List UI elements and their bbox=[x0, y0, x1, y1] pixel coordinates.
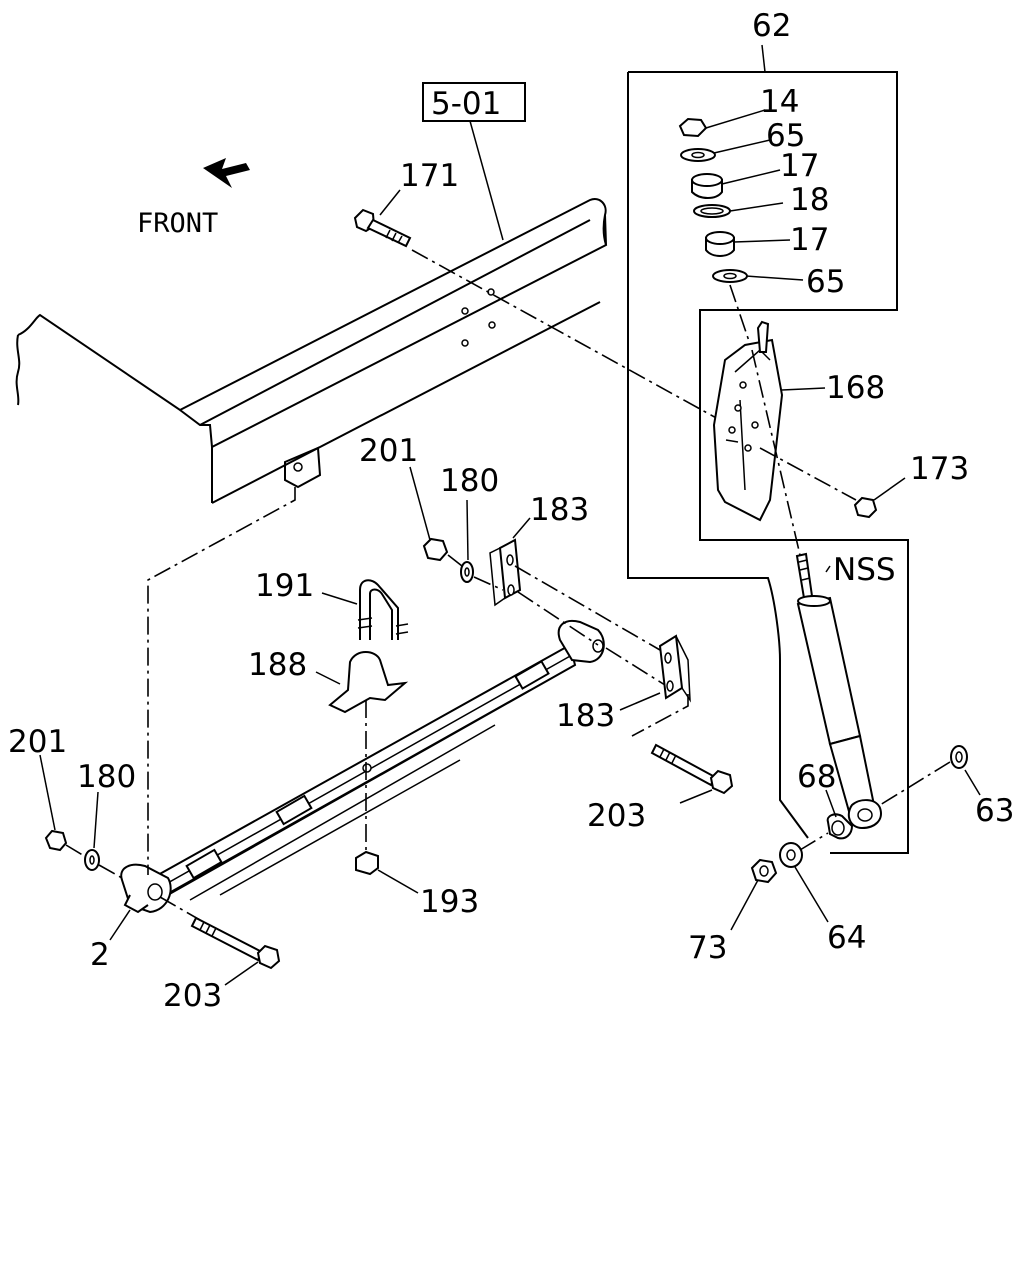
mount-stack: 14 65 17 18 17 65 bbox=[678, 84, 845, 351]
nut-washer-upper: 201 180 bbox=[359, 433, 504, 591]
bolt-203-lower: 203 bbox=[159, 896, 281, 1014]
leaf-spring: 2 bbox=[90, 620, 605, 973]
label-180b: 180 bbox=[77, 759, 136, 795]
assembly-62-outline: 62 bbox=[627, 8, 909, 854]
label-nss: NSS bbox=[833, 552, 896, 588]
label-191: 191 bbox=[255, 568, 314, 604]
label-201a: 201 bbox=[359, 433, 418, 469]
label-168: 168 bbox=[826, 370, 885, 406]
label-68: 68 bbox=[797, 759, 836, 795]
front-arrow-icon bbox=[203, 158, 250, 188]
label-18: 18 bbox=[790, 182, 829, 218]
label-73: 73 bbox=[688, 930, 727, 966]
nut-173: 173 bbox=[759, 447, 969, 519]
label-62: 62 bbox=[752, 8, 791, 44]
ref-box-label: 5-01 bbox=[431, 86, 501, 122]
label-203a: 203 bbox=[587, 798, 646, 834]
label-65a: 65 bbox=[766, 118, 805, 154]
label-63: 63 bbox=[975, 793, 1014, 829]
label-183a: 183 bbox=[530, 492, 589, 528]
nut-193: 193 bbox=[355, 850, 479, 920]
label-14: 14 bbox=[760, 84, 799, 120]
frame-rail bbox=[15, 198, 608, 504]
label-180a: 180 bbox=[440, 463, 499, 499]
bolt-203-upper: 203 bbox=[587, 743, 734, 834]
shackle-183: 183 183 bbox=[489, 492, 691, 737]
bolt-171: 171 bbox=[353, 158, 459, 248]
seat-188: 188 bbox=[248, 647, 409, 714]
label-2: 2 bbox=[90, 937, 110, 973]
label-188: 188 bbox=[248, 647, 307, 683]
label-193: 193 bbox=[420, 884, 479, 920]
ref-box: 5-01 bbox=[422, 82, 526, 241]
label-17a: 17 bbox=[780, 148, 819, 184]
label-201b: 201 bbox=[8, 724, 67, 760]
shock-absorber: NSS bbox=[795, 552, 896, 830]
label-65b: 65 bbox=[806, 264, 845, 300]
label-171: 171 bbox=[400, 158, 459, 194]
shock-hardware: 63 68 64 73 bbox=[688, 745, 1014, 966]
label-17b: 17 bbox=[790, 222, 829, 258]
label-183b: 183 bbox=[556, 698, 615, 734]
label-173: 173 bbox=[910, 451, 969, 487]
u-bolt-191: 191 bbox=[255, 568, 409, 640]
nut-washer-lower: 201 180 bbox=[8, 724, 136, 879]
bracket-168: 168 bbox=[712, 320, 885, 522]
front-indicator: FRONT bbox=[137, 158, 250, 239]
front-label: FRONT bbox=[137, 208, 218, 239]
label-203b: 203 bbox=[163, 978, 222, 1014]
label-64: 64 bbox=[827, 920, 866, 956]
